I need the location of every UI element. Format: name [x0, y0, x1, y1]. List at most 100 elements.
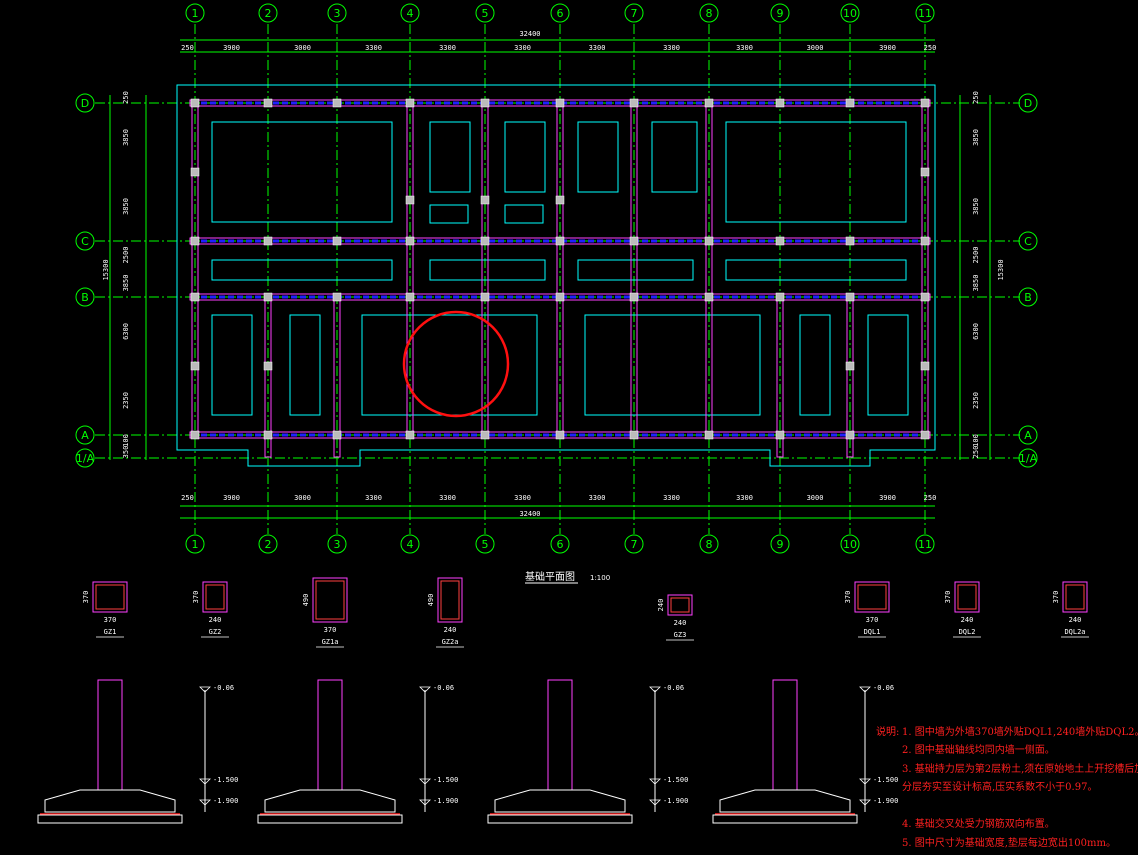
column-square [555, 98, 565, 108]
elevation-triangle [419, 686, 431, 693]
column-label-6: 6 [557, 7, 564, 20]
left-bay-dim: 250 [122, 91, 130, 104]
right-bay-dim: 250 [972, 91, 980, 104]
notes-header: 说明: [876, 725, 899, 738]
footing-wall [547, 679, 573, 791]
section-height: 370 [192, 591, 200, 604]
right-bay-dim: 3850 [972, 198, 980, 215]
column-square [629, 292, 639, 302]
column-square [845, 292, 855, 302]
column-square [190, 292, 200, 302]
top-bay-dim: 3300 [589, 44, 606, 52]
top-total-dimension: 32400 [519, 30, 540, 38]
bottom-bay-dim: 3300 [589, 494, 606, 502]
elevation-triangle [419, 799, 431, 806]
left-bay-dim: 350 [122, 446, 130, 459]
elevation-triangle [859, 799, 871, 806]
section-rebar [857, 584, 887, 610]
foundation-pad [361, 314, 538, 416]
column-square [480, 98, 490, 108]
section-width: 240 [1069, 616, 1082, 624]
section-label-DQL2a: DQL2a [1064, 628, 1085, 636]
column-bubble-9 [770, 534, 790, 554]
elevation-mark: -0.06 [213, 684, 234, 692]
top-bay-dim: 250 [181, 44, 194, 52]
right-bay-dim: 2500 [972, 247, 980, 264]
section-width: 370 [324, 626, 337, 634]
column-bubble-6 [550, 3, 570, 23]
section-rebar [440, 580, 460, 620]
foundation-pad [211, 314, 253, 416]
section-rebar [205, 584, 225, 610]
bottom-bay-dim: 3000 [294, 494, 311, 502]
column-bubble-8 [699, 3, 719, 23]
left-bay-dim: 2350 [122, 392, 130, 409]
section-outline [92, 581, 128, 613]
elevation-triangle [649, 778, 661, 785]
highlight-circle [402, 310, 510, 418]
note-6: 5. 图中尺寸为基础宽度,垫层每边宽出100mm。 [902, 836, 1116, 849]
column-square [555, 236, 565, 246]
column-square [190, 361, 200, 371]
note-5: 4. 基础交叉处受力钢筋双向布置。 [902, 817, 1055, 830]
section-label-GZ2a: GZ2a [442, 638, 459, 646]
left-bay-dim: 6300 [122, 323, 130, 340]
section-height: 490 [427, 594, 435, 607]
row-label-1/A: 1/A [1019, 452, 1038, 465]
bottom-bay-dim: 3300 [514, 494, 531, 502]
section-height: 370 [944, 591, 952, 604]
column-square [704, 98, 714, 108]
column-bubble-6 [550, 534, 570, 554]
column-square [775, 98, 785, 108]
column-square [480, 236, 490, 246]
row-label-D: D [1024, 97, 1032, 110]
footing-base [494, 789, 626, 813]
column-label-4: 4 [407, 538, 414, 551]
column-square [920, 430, 930, 440]
section-width: 240 [674, 619, 687, 627]
elevation-mark: -1.900 [433, 797, 458, 805]
foundation-pad [211, 121, 393, 223]
column-square [263, 236, 273, 246]
column-bubble-5 [475, 3, 495, 23]
column-square [775, 236, 785, 246]
section-outline [202, 581, 228, 613]
foundation-pad [504, 121, 546, 193]
column-label-11: 11 [918, 538, 932, 551]
note-3: 3. 基础持力层为第2层粉土,须在原始地土上开挖槽后加固处理 [902, 762, 1138, 775]
section-outline [667, 594, 693, 616]
column-square [190, 236, 200, 246]
column-label-1: 1 [192, 7, 199, 20]
column-bubble-2 [258, 3, 278, 23]
column-bubble-4 [400, 3, 420, 23]
column-square [332, 292, 342, 302]
drawing-scale: 1:100 [590, 574, 610, 582]
top-bay-dim: 3900 [223, 44, 240, 52]
row-bubble-D [75, 93, 95, 113]
left-total-dimension: 15300 [102, 259, 110, 280]
column-square [405, 292, 415, 302]
row-label-A: A [1024, 429, 1032, 442]
section-rebar [315, 580, 345, 620]
right-bay-dim: 2350 [972, 392, 980, 409]
elevation-triangle [859, 778, 871, 785]
section-height: 370 [1052, 591, 1060, 604]
section-label-DQL2: DQL2 [959, 628, 976, 636]
foundation-pad [289, 314, 321, 416]
column-label-4: 4 [407, 7, 414, 20]
column-square [555, 195, 565, 205]
section-label-GZ1: GZ1 [104, 628, 117, 636]
elevation-mark: -0.06 [433, 684, 454, 692]
column-square [263, 430, 273, 440]
column-label-7: 7 [631, 7, 638, 20]
column-square [845, 98, 855, 108]
row-label-C: C [1024, 235, 1032, 248]
section-height: 490 [302, 594, 310, 607]
footing-cushion [257, 814, 403, 824]
footing-cushion [712, 814, 858, 824]
column-square [480, 430, 490, 440]
foundation-outlines [176, 84, 936, 467]
foundation-outer-boundary [176, 84, 936, 467]
right-total-dimension: 15300 [997, 259, 1005, 280]
